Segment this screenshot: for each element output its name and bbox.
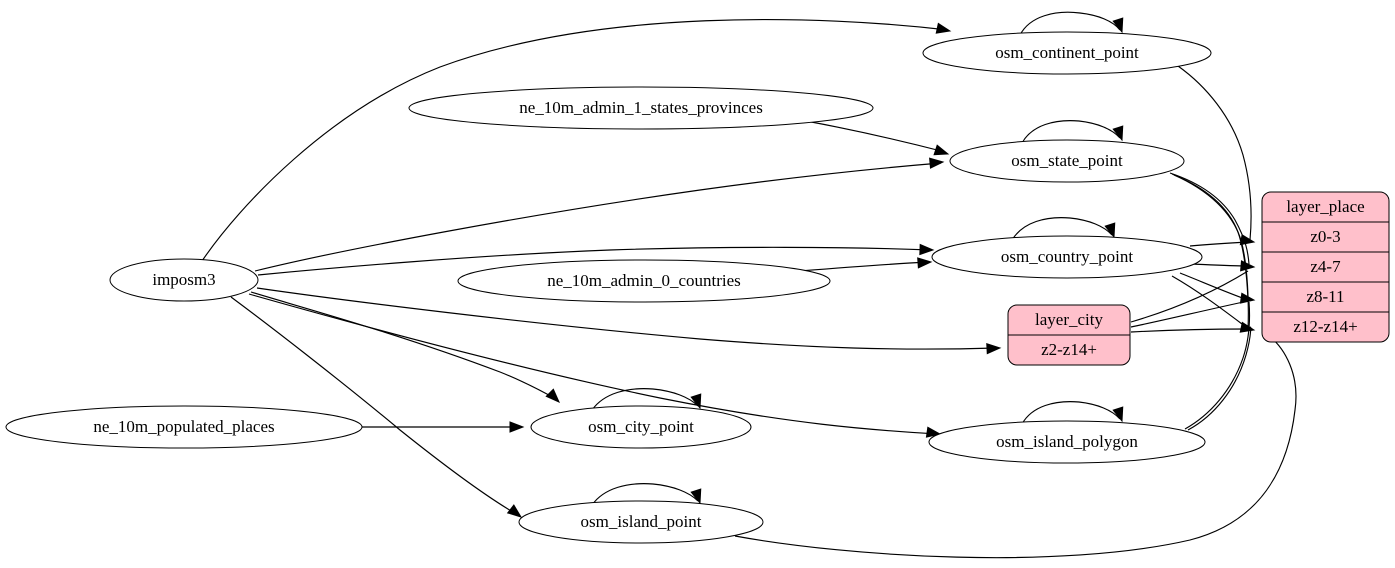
arrowhead-self-osm_continent_point [1112, 17, 1124, 34]
record-row-label-layer_place-title: layer_place [1286, 197, 1364, 216]
edge-osm_continent_point-to-layer_place [1177, 65, 1252, 241]
node-shape-osm_island_point [518, 500, 764, 544]
node-shape-osm_state_point [949, 139, 1185, 183]
arrowhead-into-osm_city_point-from-imposm3 [545, 388, 560, 403]
arrowhead-self-osm_island_polygon [1112, 406, 1124, 423]
edge-imposm3-to-osm_country_point [257, 246, 932, 276]
node-shape-osm_city_point [530, 405, 752, 449]
arrowhead-into-osm_country_point-from-imposm3 [919, 243, 935, 256]
node-osm_state_point[interactable]: osm_state_point [949, 139, 1185, 183]
edge-osm_state_point-to-layer_place [1169, 172, 1250, 265]
edge-imposm3-to-layer_city [256, 287, 997, 350]
node-osm_continent_point[interactable]: osm_continent_point [922, 31, 1212, 75]
arrowhead-into-osm_island_point [506, 504, 523, 518]
arrowhead-into-osm_continent_point [935, 22, 952, 34]
node-osm_island_polygon[interactable]: osm_island_polygon [928, 420, 1206, 464]
record-row-label-layer_place-z8-11[interactable]: z8-11 [1306, 287, 1344, 306]
node-label-osm_continent_point: osm_continent_point [995, 43, 1139, 62]
edge-osm_city_point-to-osm_city_point [591, 388, 699, 411]
edge-ne_states-to-osm_state_point [805, 120, 946, 153]
node-shape-osm_island_polygon [928, 420, 1206, 464]
record-node-layer_city[interactable]: layer_city z2-z14+ [1007, 304, 1131, 366]
edge-ne_countries-to-osm_country_point [799, 261, 929, 272]
arrowhead-into-osm_city_point-from-ne_populated [509, 421, 525, 433]
arrowhead-self-osm_island_point [690, 488, 702, 505]
record-row-label-layer_city-title: layer_city [1035, 310, 1103, 329]
arrowhead-self-osm_city_point [690, 393, 702, 410]
arrowhead-into-layer_city [986, 342, 1002, 355]
node-label-osm_city_point: osm_city_point [588, 417, 694, 436]
node-label-osm_island_polygon: osm_island_polygon [996, 432, 1138, 451]
node-ne_states[interactable]: ne_10m_admin_1_states_provinces [408, 86, 874, 130]
edge-osm_state_point-to-osm_state_point [1021, 120, 1121, 144]
records-layer: layer_place z0-3 z4-7 z8-11 z12-z14+ layer_ci… [1007, 191, 1390, 366]
node-imposm3[interactable]: imposm3 [109, 258, 259, 302]
node-shape-imposm3 [109, 258, 259, 302]
edge-osm_island_polygon-to-osm_island_polygon [1021, 401, 1121, 425]
edge-osm_island_point-to-layer_place [734, 334, 1297, 559]
arrowhead-into-layer_place-z4-7 [1240, 260, 1256, 272]
record-box-layer_place [1261, 191, 1390, 343]
edge-layer_city-to-layer_place [1130, 328, 1249, 333]
node-shape-ne_states [408, 86, 874, 130]
edge-osm_island_polygon-to-layer_place [1184, 301, 1251, 430]
node-label-ne_states: ne_10m_admin_1_states_provinces [519, 98, 763, 117]
edge-osm_continent_point-to-osm_continent_point [1019, 11, 1121, 36]
edge-osm_country_point-to-layer_place [1171, 275, 1247, 328]
node-label-imposm3: imposm3 [152, 270, 215, 289]
edge-imposm3-to-osm_island_point [230, 296, 519, 516]
arrowhead-into-osm_state_point-from-imposm3 [929, 157, 945, 169]
node-label-ne_countries: ne_10m_admin_0_countries [547, 271, 741, 290]
record-row-label-layer_city-z2-z14+[interactable]: z2-z14+ [1041, 340, 1097, 359]
node-osm_island_point[interactable]: osm_island_point [518, 500, 764, 544]
record-row-label-layer_place-z12-z14+[interactable]: z12-z14+ [1293, 317, 1357, 336]
record-row-label-layer_place-z0-3[interactable]: z0-3 [1310, 227, 1340, 246]
node-osm_country_point[interactable]: osm_country_point [931, 235, 1203, 279]
node-label-osm_state_point: osm_state_point [1011, 151, 1123, 170]
arrowhead-into-layer_place-z12-z14 [1239, 321, 1256, 333]
edge-layer_city-to-layer_place [1130, 300, 1249, 328]
arrowhead-self-osm_country_point [1104, 222, 1116, 239]
edge-osm_island_polygon-to-layer_place [1187, 326, 1252, 431]
arrowhead-self-osm_state_point [1112, 125, 1124, 142]
edge-osm_country_point-to-layer_place [1189, 241, 1249, 247]
node-label-ne_populated: ne_10m_populated_places [93, 417, 274, 436]
node-shape-ne_populated [5, 405, 363, 449]
node-label-osm_country_point: osm_country_point [1001, 247, 1133, 266]
arrowhead-into-layer_place-z0-3 [1239, 234, 1256, 246]
edge-layer_city-to-layer_place [1130, 270, 1249, 323]
arrowhead-into-layer_place-z8-11 [1239, 292, 1256, 304]
record-row-label-layer_place-z4-7[interactable]: z4-7 [1310, 257, 1341, 276]
node-ne_countries[interactable]: ne_10m_admin_0_countries [457, 259, 831, 303]
edge-osm_island_point-to-osm_island_point [591, 483, 699, 506]
arrowhead-into-osm_state_point-from-ne_states [933, 144, 950, 156]
edge-imposm3-to-osm_continent_point [201, 18, 949, 262]
node-shape-ne_countries [457, 259, 831, 303]
edge-osm_country_point-to-layer_place [1191, 263, 1249, 267]
edge-osm_country_point-to-osm_country_point [1011, 217, 1113, 241]
arrowheads-layer [506, 17, 1256, 518]
edge-imposm3-to-osm_island_polygon [248, 293, 938, 435]
arrowhead-into-osm_country_point-from-ne_countries [917, 257, 933, 269]
node-ne_populated[interactable]: ne_10m_populated_places [5, 405, 363, 449]
nodes-layer: imposm3 ne_10m_admin_1_states_provincesne… [5, 31, 1212, 544]
node-osm_city_point[interactable]: osm_city_point [530, 405, 752, 449]
edge-imposm3-to-osm_city_point [250, 291, 557, 400]
node-shape-osm_continent_point [922, 31, 1212, 75]
node-label-osm_island_point: osm_island_point [581, 512, 702, 531]
edge-imposm3-to-osm_state_point [254, 162, 942, 272]
node-shape-osm_country_point [931, 235, 1203, 279]
record-node-layer_place[interactable]: layer_place z0-3 z4-7 z8-11 z12-z14+ [1261, 191, 1390, 343]
